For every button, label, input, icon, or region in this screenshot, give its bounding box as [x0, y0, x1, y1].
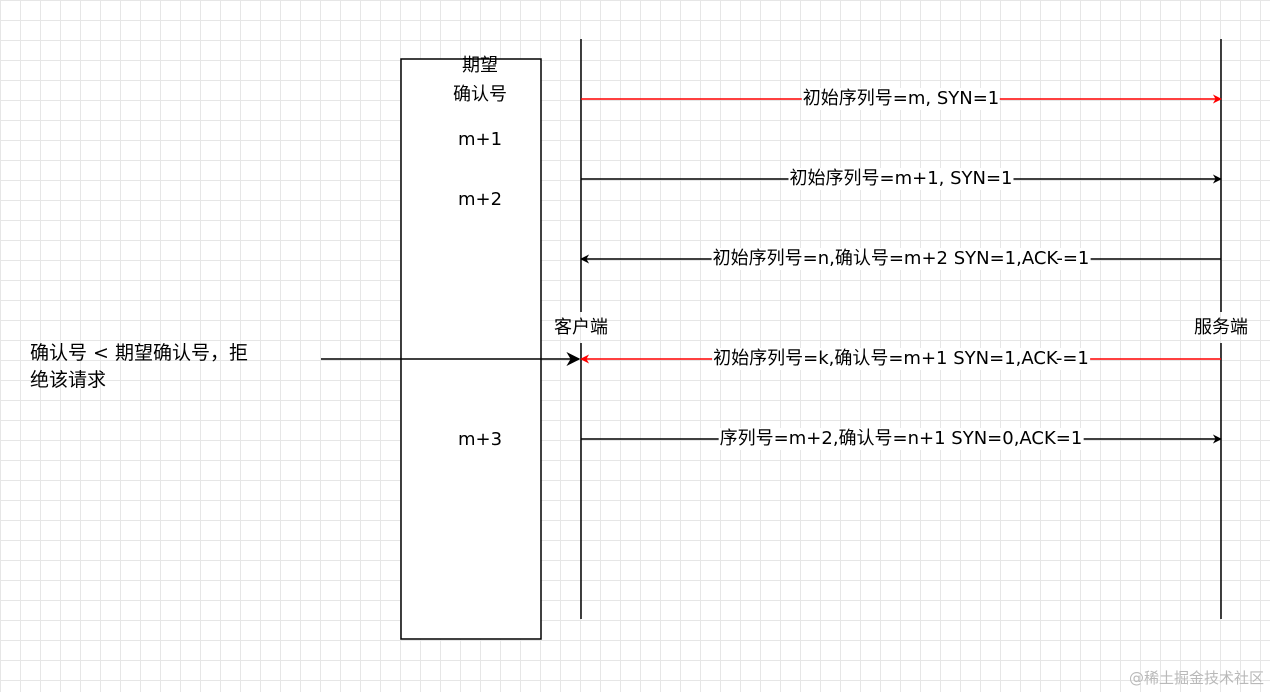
expected-ack-box: [400, 58, 542, 640]
expected-ack-value-2: m+2: [457, 189, 503, 210]
expected-ack-value-3: m+3: [457, 429, 503, 450]
box-header-line2: 确认号: [453, 84, 507, 105]
message-label-5: 序列号=m+2,确认号=n+1 SYN=0,ACK=1: [718, 428, 1084, 450]
server-label: 服务端: [1194, 317, 1248, 338]
message-label-2: 初始序列号=m+1, SYN=1: [788, 168, 1014, 190]
annotation-line1: 确认号 < 期望确认号，拒: [30, 342, 248, 364]
message-label-4: 初始序列号=k,确认号=m+1 SYN=1,ACK-=1: [712, 348, 1090, 370]
annotation-line2: 绝该请求: [30, 369, 107, 391]
message-label-3: 初始序列号=n,确认号=m+2 SYN=1,ACK-=1: [711, 248, 1091, 270]
watermark: @稀土掘金技术社区: [1128, 669, 1264, 687]
message-label-1: 初始序列号=m, SYN=1: [801, 88, 1001, 110]
expected-ack-value-1: m+1: [457, 129, 503, 150]
box-header-line1: 期望: [462, 55, 498, 76]
client-label: 客户端: [554, 317, 608, 338]
